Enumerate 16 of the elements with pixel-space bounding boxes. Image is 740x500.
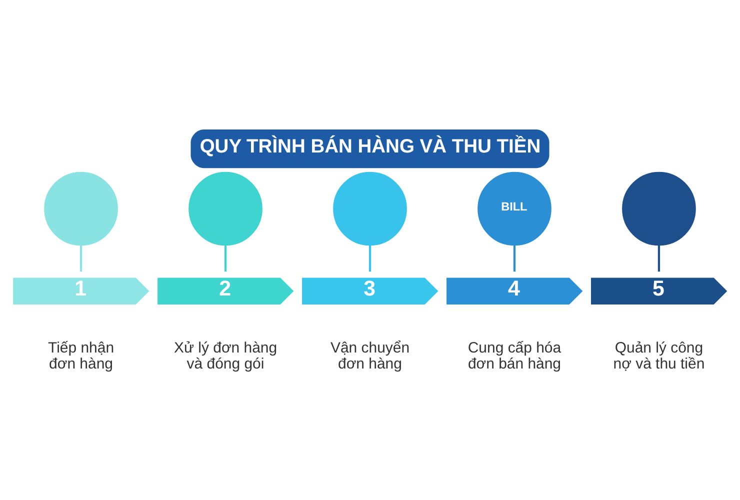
node-label: Cung cấp hóa đơn bán hàng	[468, 338, 562, 372]
connector	[224, 244, 227, 272]
connector	[80, 244, 82, 272]
node-circle	[188, 171, 262, 246]
node-label: Vận chuyển đơn hàng	[330, 338, 410, 372]
node-circle: BILL	[478, 171, 552, 246]
connector	[513, 244, 516, 272]
node-label: Tiếp nhận đơn hàng	[48, 338, 114, 372]
node-label: Quản lý công nợ và thu tiền	[613, 338, 705, 372]
connector	[368, 244, 372, 272]
diagram-title: QUY TRÌNH BÁN HÀNG VÀ THU TIỀN	[200, 136, 541, 157]
connector	[658, 244, 660, 272]
node-circle	[44, 171, 118, 246]
node-label: Xử lý đơn hàng và đóng gói	[174, 338, 278, 372]
node-circle	[333, 171, 407, 246]
node-circle	[622, 171, 696, 246]
